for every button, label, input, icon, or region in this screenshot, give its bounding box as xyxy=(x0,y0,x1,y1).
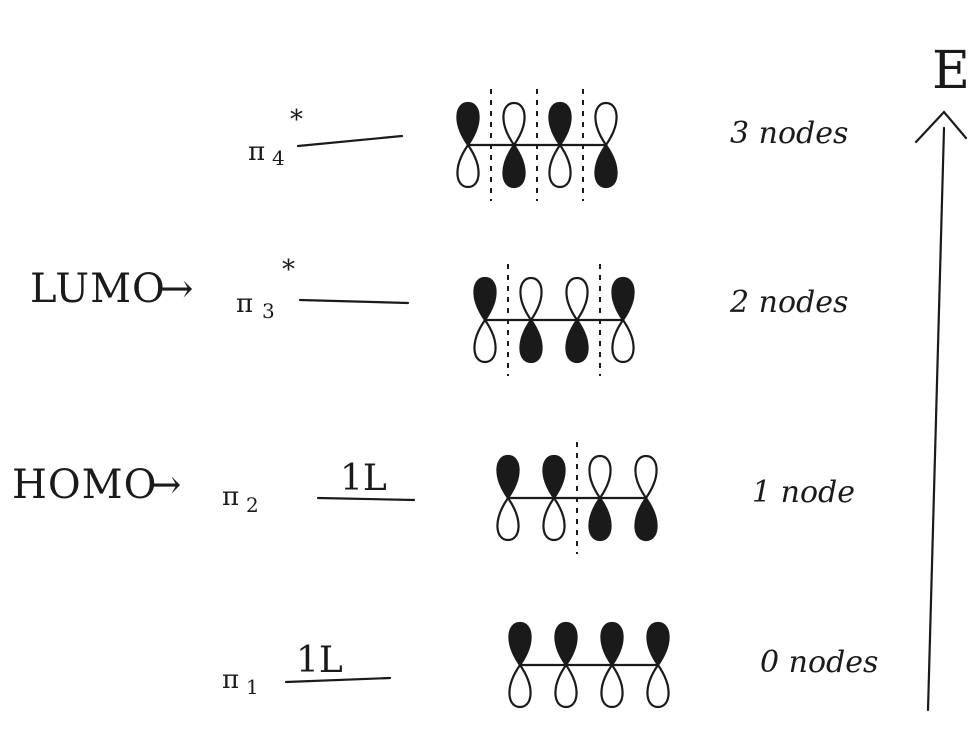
p-orbital-top-lobe xyxy=(508,621,532,667)
level-pi3-orbitals xyxy=(473,264,635,376)
level-pi1-node-count: 0 nodes xyxy=(760,645,878,680)
p-orbital-top-lobe xyxy=(600,621,624,667)
homo-label: HOMO xyxy=(12,462,157,508)
level-pi2-subscript: 2 xyxy=(246,493,259,517)
lumo-label-group: LUMO → xyxy=(30,266,195,312)
p-orbital-bottom-lobe xyxy=(473,318,497,364)
p-orbital-top-lobe xyxy=(554,621,578,667)
p-orbital-bottom-lobe xyxy=(508,663,532,709)
p-orbital-bottom-lobe xyxy=(634,496,658,542)
p-orbital-top-lobe xyxy=(519,276,543,322)
p-orbital-bottom-lobe xyxy=(565,318,589,364)
p-orbital-bottom-lobe xyxy=(542,496,566,542)
level-pi4: π 4 * 3 nodes xyxy=(248,89,848,201)
level-pi4-symbol: π xyxy=(248,137,265,167)
level-pi3-node-count: 2 nodes xyxy=(729,285,848,320)
p-orbital-bottom-lobe xyxy=(548,143,572,189)
level-pi4-subscript: 4 xyxy=(272,146,285,170)
level-pi2-symbol: π xyxy=(222,482,239,512)
homo-label-group: HOMO → xyxy=(12,462,183,508)
p-orbital-top-lobe xyxy=(611,276,635,322)
p-orbital-top-lobe xyxy=(548,101,572,147)
level-pi1: π 1 1L 0 nodes xyxy=(222,621,878,709)
p-orbital-bottom-lobe xyxy=(554,663,578,709)
p-orbital-bottom-lobe xyxy=(646,663,670,709)
p-orbital-top-lobe xyxy=(473,276,497,322)
p-orbital-top-lobe xyxy=(496,454,520,500)
level-pi2-node-count: 1 node xyxy=(752,475,855,510)
homo-arrow: → xyxy=(148,462,183,508)
level-pi2-orbitals xyxy=(496,442,658,554)
level-pi1-symbol: π xyxy=(222,665,239,695)
energy-axis-arrowhead xyxy=(914,110,968,144)
level-pi1-electrons: 1L xyxy=(296,640,343,681)
p-orbital-bottom-lobe xyxy=(611,318,635,364)
level-pi3-subscript: 3 xyxy=(262,299,275,323)
p-orbital-top-lobe xyxy=(565,276,589,322)
level-pi2: π 2 1L 1 node xyxy=(222,442,855,554)
level-pi4-star: * xyxy=(290,105,303,135)
p-orbital-top-lobe xyxy=(502,101,526,147)
level-pi3: π 3 * 2 nodes xyxy=(236,255,848,376)
level-pi2-electrons: 1L xyxy=(340,458,387,499)
energy-axis-line xyxy=(926,126,946,712)
p-orbital-bottom-lobe xyxy=(594,143,618,189)
lumo-arrow: → xyxy=(160,266,195,312)
p-orbital-top-lobe xyxy=(594,101,618,147)
p-orbital-top-lobe xyxy=(542,454,566,500)
level-pi2-line xyxy=(316,496,416,502)
p-orbital-bottom-lobe xyxy=(502,143,526,189)
level-pi3-star: * xyxy=(282,255,295,285)
energy-axis: E xyxy=(914,41,970,712)
p-orbital-top-lobe xyxy=(588,454,612,500)
lumo-label: LUMO xyxy=(30,266,166,312)
p-orbital-bottom-lobe xyxy=(456,143,480,189)
p-orbital-top-lobe xyxy=(456,101,480,147)
level-pi3-symbol: π xyxy=(236,289,253,319)
energy-axis-label: E xyxy=(932,41,970,101)
p-orbital-bottom-lobe xyxy=(600,663,624,709)
level-pi1-line xyxy=(284,676,392,684)
p-orbital-bottom-lobe xyxy=(519,318,543,364)
p-orbital-top-lobe xyxy=(646,621,670,667)
p-orbital-bottom-lobe xyxy=(588,496,612,542)
level-pi3-line xyxy=(298,298,410,305)
p-orbital-top-lobe xyxy=(634,454,658,500)
level-pi4-line xyxy=(296,134,404,148)
level-pi4-node-count: 3 nodes xyxy=(730,116,848,151)
level-pi1-subscript: 1 xyxy=(246,675,259,699)
level-pi4-orbitals xyxy=(456,89,618,201)
p-orbital-bottom-lobe xyxy=(496,496,520,542)
level-pi1-orbitals xyxy=(508,621,670,709)
